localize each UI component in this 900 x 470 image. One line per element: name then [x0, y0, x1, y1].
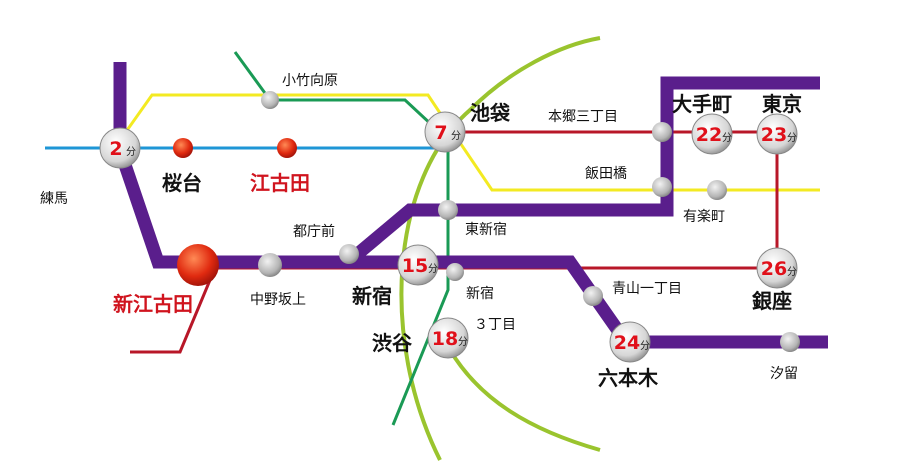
- badge-roppongi: 24 分: [609, 321, 651, 363]
- label-kotake: 小竹向原: [282, 73, 338, 89]
- label-shin-egota: 新江古田: [113, 292, 193, 316]
- label-shibuya: 渋谷: [372, 331, 413, 355]
- badge-nerima-num: 2: [109, 138, 122, 160]
- badge-tokyo-num: 23: [761, 124, 787, 146]
- badge-nerima: 2 分: [99, 127, 141, 169]
- badge-tokyo-unit: 分: [787, 132, 797, 144]
- shin-egota-dot: [177, 244, 219, 286]
- badge-otemachi-unit: 分: [722, 132, 732, 144]
- badge-shibuya-num: 18: [432, 328, 458, 350]
- label-aoyama: 青山一丁目: [612, 281, 682, 297]
- label-sakuradai: 桜台: [162, 171, 202, 195]
- label-yurakucho: 有楽町: [683, 209, 725, 225]
- label-sanchome: ３丁目: [474, 317, 516, 333]
- kotake-dot: [261, 91, 279, 109]
- badge-shinjuku-unit: 分: [428, 263, 438, 275]
- higashi-shinjuku-dot: [438, 200, 458, 220]
- badge-ginza: 26 分: [756, 247, 798, 289]
- ekoda-dot: [277, 138, 297, 158]
- sakuradai-dot: [173, 138, 193, 158]
- label-shinjuku-small: 新宿: [466, 285, 494, 302]
- badge-ikebukuro-num: 7: [434, 122, 447, 144]
- aoyama-dot: [583, 286, 603, 306]
- badge-ikebukuro-unit: 分: [451, 130, 461, 142]
- yellow-line: [116, 93, 820, 192]
- badge-shinjuku: 15 分: [397, 244, 439, 286]
- badge-shibuya-unit: 分: [458, 336, 468, 348]
- label-otemachi: 大手町: [672, 92, 732, 116]
- shiodome-dot: [780, 332, 800, 352]
- badge-otemachi: 22 分: [691, 113, 733, 155]
- badge-ikebukuro: 7 分: [424, 111, 466, 153]
- purple-main: [113, 62, 820, 269]
- badge-otemachi-num: 22: [696, 124, 722, 146]
- label-roppongi: 六本木: [598, 366, 659, 390]
- label-iidabashi: 飯田橋: [585, 165, 627, 182]
- badge-shinjuku-num: 15: [402, 255, 428, 277]
- iidabashi-dot: [652, 177, 672, 197]
- badge-nerima-unit: 分: [126, 146, 136, 158]
- label-ekoda: 江古田: [250, 171, 310, 195]
- yamanote-line-lower: [448, 348, 601, 452]
- badge-roppongi-unit: 分: [640, 340, 650, 352]
- red-line-upper: [445, 130, 779, 268]
- label-ikebukuro: 池袋: [470, 101, 511, 125]
- tochomae-dot: [339, 244, 359, 264]
- badge-ginza-num: 26: [761, 258, 787, 280]
- station-labels: 練馬 桜台 江古田 新江古田 小竹向原 池袋 本郷三丁目 大手町 東京 飯田橋 …: [40, 73, 802, 390]
- label-higashi-shinjuku: 東新宿: [465, 221, 507, 238]
- hongo-dot: [652, 122, 672, 142]
- badge-tokyo: 23 分: [756, 113, 798, 155]
- nakano-sakaue-dot: [258, 253, 282, 277]
- label-shiodome: 汐留: [770, 366, 798, 382]
- shinjuku-small-dot: [446, 263, 464, 281]
- label-tochomae: 都庁前: [293, 223, 335, 240]
- green-line: [233, 51, 450, 426]
- badge-ginza-unit: 分: [787, 266, 797, 278]
- station-dots: [173, 91, 800, 352]
- yurakucho-dot: [707, 180, 727, 200]
- label-shinjuku-big: 新宿: [352, 284, 392, 308]
- label-nakano-sakaue: 中野坂上: [250, 292, 306, 308]
- label-tokyo: 東京: [762, 92, 802, 116]
- badge-shibuya: 18 分: [427, 317, 469, 359]
- label-ginza: 銀座: [752, 289, 792, 313]
- label-hongo: 本郷三丁目: [548, 109, 618, 125]
- badge-roppongi-num: 24: [614, 332, 640, 354]
- label-nerima: 練馬: [40, 191, 68, 207]
